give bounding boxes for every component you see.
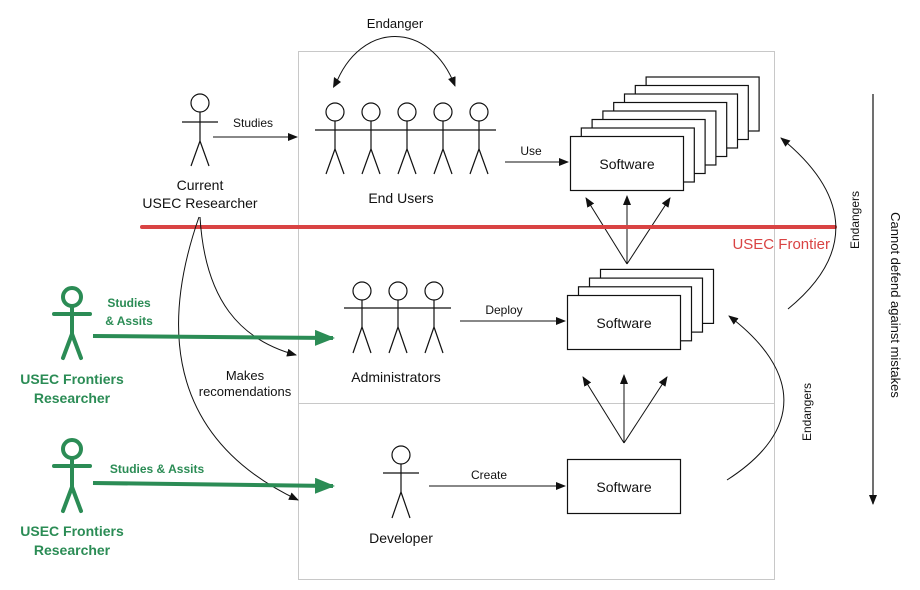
administrator-figure[interactable]: [424, 281, 444, 354]
endangers-lower-curve: [726, 315, 785, 481]
left-leg: [424, 326, 435, 354]
end-users-label: End Users: [368, 190, 433, 206]
right-leg: [442, 148, 453, 175]
endanger-arc: [334, 36, 456, 87]
administrator-figure[interactable]: [352, 281, 372, 354]
end-user-figure[interactable]: [433, 102, 453, 175]
system-frame: [298, 51, 775, 580]
frontiers-researcher-2-label-1: USEC Frontiers: [20, 523, 124, 539]
right-leg: [406, 148, 417, 175]
administrators-actors[interactable]: [344, 281, 451, 354]
head: [388, 281, 408, 301]
current-researcher-label-2: USEC Researcher: [142, 195, 257, 211]
frontiers-2-studies-assists-arrow: [92, 477, 335, 494]
developer-software-box[interactable]: [566, 458, 682, 515]
recommendations-curve-admins: [199, 216, 297, 357]
head: [424, 281, 444, 301]
frontiers-2-edge-label: Studies & Assits: [110, 462, 205, 476]
end-user-figure[interactable]: [361, 102, 381, 175]
right-leg: [361, 326, 372, 354]
studies-label: Studies: [233, 116, 273, 130]
end-users-actors[interactable]: [315, 102, 496, 175]
end-users-software-stack[interactable]: [569, 76, 760, 192]
end-users-software-label: Software: [599, 156, 654, 172]
admin-software-label: Software: [596, 315, 651, 331]
left-leg: [352, 326, 363, 354]
makes-recommendations-label-2: recomendations: [199, 384, 292, 399]
admin-software-layer: [566, 294, 682, 351]
create-label: Create: [471, 468, 507, 482]
developer-label: Developer: [369, 530, 433, 546]
deploy-label: Deploy: [485, 303, 522, 317]
head: [469, 102, 489, 122]
left-leg: [433, 148, 444, 175]
endangers-upper-curve: [780, 137, 837, 310]
left-leg: [325, 148, 336, 175]
end-user-figure[interactable]: [469, 102, 489, 175]
current-researcher-label-1: Current: [177, 177, 224, 193]
end-user-figure[interactable]: [325, 102, 345, 175]
frontiers-researcher-1-label-1: USEC Frontiers: [20, 371, 124, 387]
fan-arrows-upper: [585, 195, 671, 265]
frontiers-1-edge-label-2: & Assits: [105, 314, 153, 328]
end-users-software-layer: [569, 135, 685, 192]
current-researcher-actor[interactable]: [182, 93, 218, 167]
fan-arrows-lower: [582, 374, 668, 444]
head: [361, 102, 381, 122]
end-user-figure[interactable]: [397, 102, 417, 175]
developer-software-label: Software: [596, 479, 651, 495]
cannot-defend-label: Cannot defend against mistakes: [888, 212, 903, 398]
head: [325, 102, 345, 122]
developer-actor[interactable]: [383, 445, 419, 519]
endangers-lower-label: Endangers: [800, 383, 814, 441]
makes-recommendations-label-1: Makes: [226, 368, 265, 383]
frontiers-researcher-1-label-2: Researcher: [34, 390, 111, 406]
frontiers-1-edge-label-1: Studies: [107, 296, 151, 310]
admin-software-stack[interactable]: [566, 268, 715, 351]
frontiers-1-studies-assists-arrow: [92, 329, 335, 346]
right-leg: [334, 148, 345, 175]
right-leg: [478, 148, 489, 175]
administrators-label: Administrators: [351, 369, 440, 385]
right-leg: [433, 326, 444, 354]
endangers-upper-label: Endangers: [848, 191, 862, 249]
usec-frontier-label: USEC Frontier: [732, 236, 830, 253]
frontiers-researcher-2-label-2: Researcher: [34, 542, 111, 558]
right-leg: [397, 326, 408, 354]
endanger-arrowhead-left-icon: [333, 77, 341, 88]
head: [433, 102, 453, 122]
use-label: Use: [520, 144, 542, 158]
administrator-figure[interactable]: [388, 281, 408, 354]
frontiers-researcher-1-actor[interactable]: [52, 286, 92, 360]
left-leg: [397, 148, 408, 175]
head: [352, 281, 372, 301]
head: [397, 102, 417, 122]
endanger-label: Endanger: [367, 16, 424, 31]
right-leg: [370, 148, 381, 175]
recommendations-curve-developer: [178, 216, 299, 501]
left-leg: [361, 148, 372, 175]
frontiers-researcher-2-actor[interactable]: [52, 438, 92, 513]
left-leg: [388, 326, 399, 354]
left-leg: [469, 148, 480, 175]
